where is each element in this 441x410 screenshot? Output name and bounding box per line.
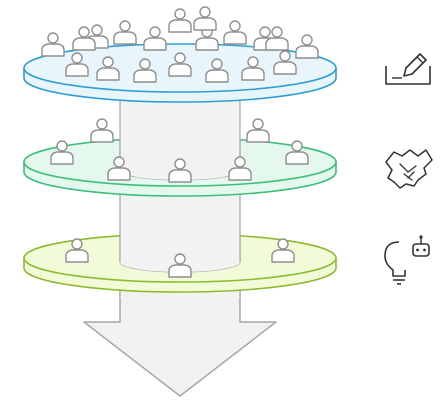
person-body xyxy=(246,129,270,143)
person-icon xyxy=(285,140,309,165)
person-head xyxy=(96,118,108,130)
person-icon xyxy=(193,6,217,31)
handshake-icon xyxy=(385,149,433,189)
person-head xyxy=(71,238,83,250)
person-head xyxy=(291,140,303,152)
person-head xyxy=(91,24,103,36)
person-icon xyxy=(50,140,74,165)
person-head xyxy=(277,238,289,250)
person-body xyxy=(133,69,157,83)
lightbulb-robot-icon xyxy=(384,235,430,285)
person-body xyxy=(205,69,229,83)
person-icon xyxy=(65,52,89,77)
person-head xyxy=(174,253,186,265)
person-body xyxy=(113,31,137,45)
person-icon xyxy=(271,238,295,263)
person-icon xyxy=(168,52,192,77)
stage-icons xyxy=(384,53,433,285)
person-icon xyxy=(205,58,229,83)
person-icon xyxy=(113,20,137,45)
person-body xyxy=(90,129,114,143)
pipe-body xyxy=(120,80,240,176)
person-head xyxy=(199,6,211,18)
person-icon xyxy=(168,8,192,33)
person-icon xyxy=(41,32,65,57)
person-icon xyxy=(223,20,247,45)
person-body xyxy=(72,37,96,51)
person-icon xyxy=(241,56,265,81)
person-body xyxy=(193,17,217,31)
person-body xyxy=(168,19,192,33)
person-head xyxy=(56,140,68,152)
person-body xyxy=(41,43,65,57)
person-body xyxy=(285,151,309,165)
person-head xyxy=(174,8,186,20)
person-icon xyxy=(133,58,157,83)
person-icon xyxy=(143,26,167,51)
people-group xyxy=(41,6,319,278)
person-icon xyxy=(295,34,319,59)
person-icon xyxy=(90,118,114,143)
person-icon xyxy=(65,238,89,263)
pencil-signing-icon xyxy=(385,53,431,85)
person-icon xyxy=(228,156,252,181)
person-icon xyxy=(168,253,192,278)
person-head xyxy=(234,156,246,168)
person-body xyxy=(195,37,219,51)
person-head xyxy=(174,52,186,64)
person-head xyxy=(247,56,259,68)
arrow-shape xyxy=(83,291,277,397)
person-head xyxy=(71,52,83,64)
person-icon xyxy=(72,26,96,51)
person-icon xyxy=(265,26,289,51)
person-head xyxy=(229,20,241,32)
person-head xyxy=(102,56,114,68)
person-body xyxy=(271,249,295,263)
person-icon xyxy=(246,118,270,143)
person-head xyxy=(211,58,223,70)
person-body xyxy=(143,37,167,51)
person-head xyxy=(174,158,186,170)
person-body xyxy=(65,249,89,263)
person-body xyxy=(228,167,252,181)
person-head xyxy=(279,50,291,62)
person-body xyxy=(295,45,319,59)
person-head xyxy=(259,26,271,38)
person-body xyxy=(223,31,247,45)
person-body xyxy=(265,37,289,51)
person-body xyxy=(241,67,265,81)
person-body xyxy=(65,63,89,77)
person-icon xyxy=(273,50,297,75)
person-body xyxy=(50,151,74,165)
person-body xyxy=(168,63,192,77)
person-head xyxy=(149,26,161,38)
person-body xyxy=(107,167,131,181)
person-icon xyxy=(168,158,192,183)
down-arrow xyxy=(83,291,277,397)
person-head xyxy=(119,20,131,32)
person-head xyxy=(47,32,59,44)
person-head xyxy=(271,26,283,38)
person-icon xyxy=(96,56,120,81)
person-icon xyxy=(107,156,131,181)
person-head xyxy=(113,156,125,168)
person-head xyxy=(139,58,151,70)
person-head xyxy=(301,34,313,46)
person-body xyxy=(273,61,297,75)
person-body xyxy=(168,264,192,278)
person-body xyxy=(96,67,120,81)
person-head xyxy=(78,26,90,38)
person-head xyxy=(252,118,264,130)
person-body xyxy=(168,169,192,183)
